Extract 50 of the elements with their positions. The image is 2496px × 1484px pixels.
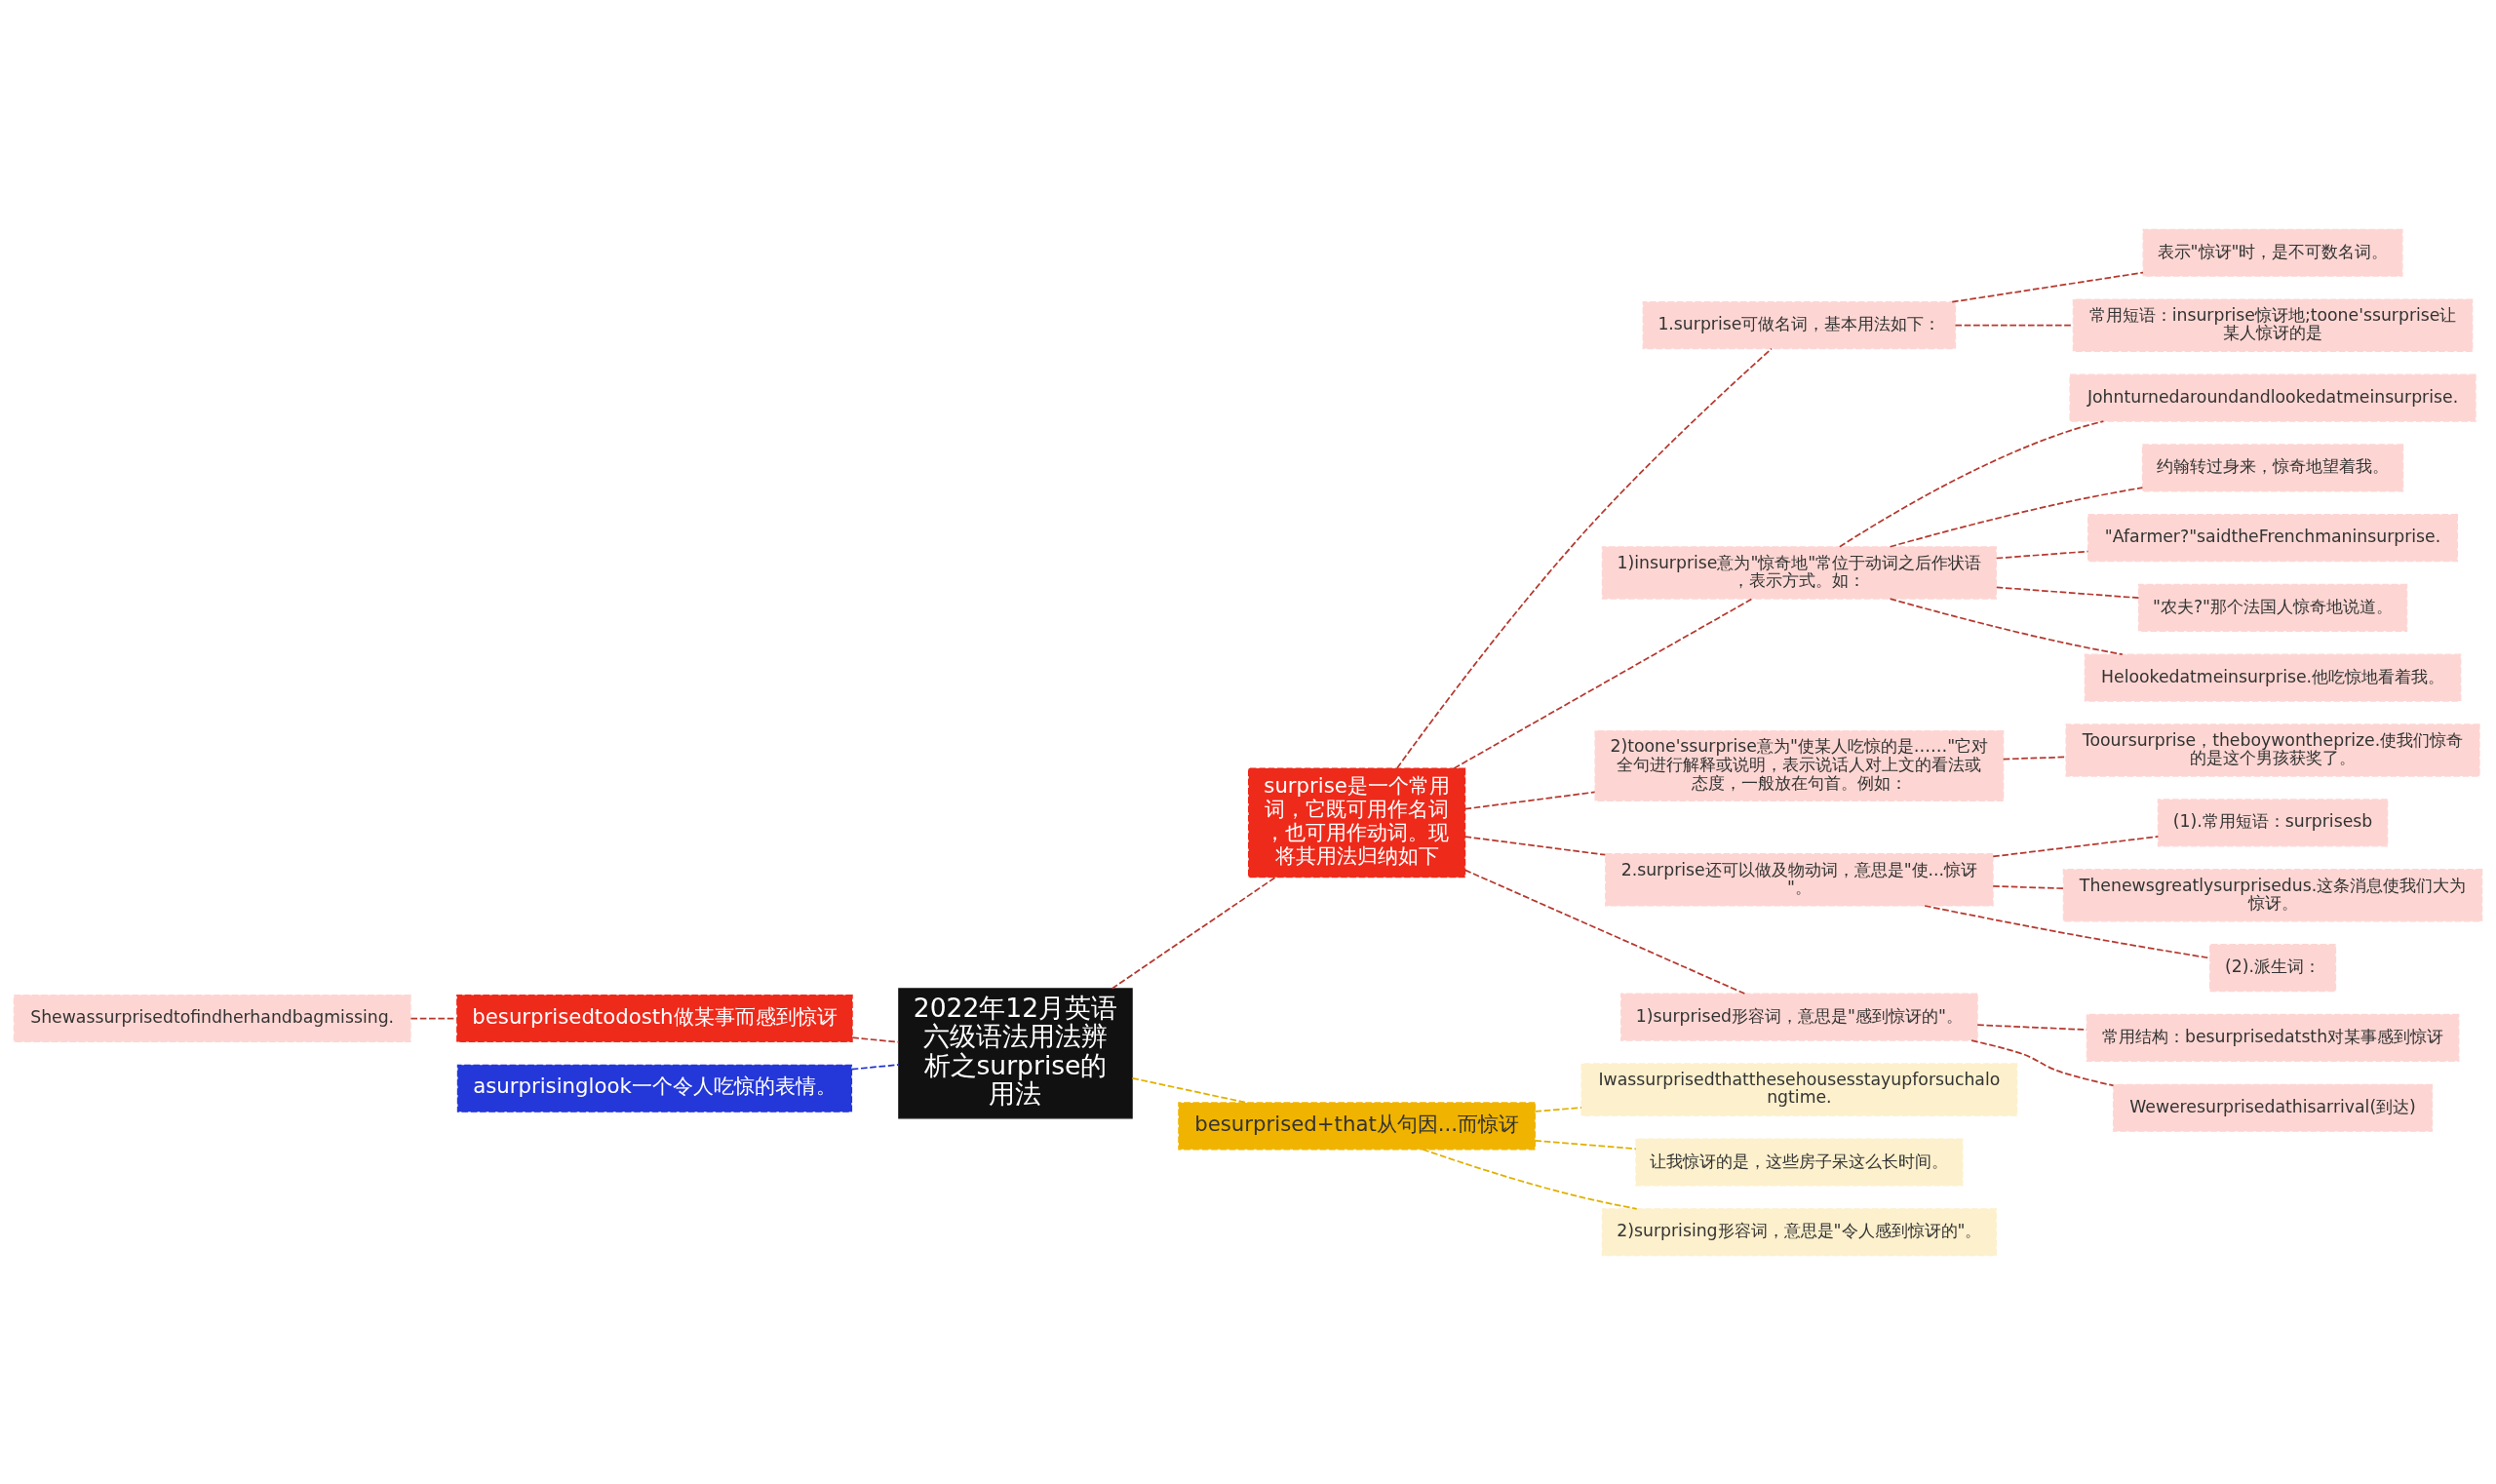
node-box: 常用短语：insurprise惊讶地;toone'ssurprise让某人惊讶的是 [2072, 297, 2474, 352]
node-box: 1.surprise可做名词，基本用法如下： [1642, 300, 1957, 349]
connector [1995, 586, 2140, 599]
node-box: "农夫?"那个法国人惊奇地说道。 [2137, 583, 2408, 632]
connector [1992, 884, 2065, 889]
connector [1453, 597, 1753, 769]
connector [2002, 756, 2067, 760]
node-box: Weweresurprisedathisarrival(到达) [2112, 1083, 2434, 1132]
node-box: (1).常用短语：surprisesb [2157, 798, 2389, 846]
connector [1889, 597, 2124, 655]
node-box: 2)surprising形容词，意思是"令人感到惊讶的"。 [1601, 1207, 1997, 1256]
node-box: "Afarmer?"saidtheFrenchmaninsurprise. [2087, 513, 2459, 562]
connector [1111, 876, 1276, 990]
node-box: (2).派生词： [2208, 943, 2337, 992]
connector [850, 1063, 900, 1071]
node-box: 2.surprise还可以做及物动词，意思是"使...惊讶"。 [1605, 852, 1994, 907]
node-box: 1)surprised形容词，意思是"感到惊讶的"。 [1620, 993, 1978, 1041]
connector [1951, 271, 2144, 303]
node-box: 常用结构：besurprisedatsth对某事感到惊讶 [2086, 1013, 2460, 1062]
node-box: Helookedatmeinsurprise.他吃惊地看着我。 [2084, 653, 2462, 702]
node-box: 约翰转过身来，惊奇地望着我。 [2141, 443, 2404, 491]
connector [1534, 1106, 1582, 1113]
node-box: besurprised+that从句因...而惊讶 [1178, 1101, 1536, 1150]
node-box: 让我惊讶的是，这些房子呆这么长时间。 [1635, 1137, 1964, 1187]
node-box: asurprisinglook一个令人吃惊的表情。 [456, 1064, 853, 1113]
node-box: 2)toone'ssurprise意为"使某人吃惊的是……"它对全句进行解释或说明，表示说话人对上文的看法或态度，一般放在句首。例如： [1594, 729, 2005, 801]
connector [410, 1017, 458, 1019]
connector [1534, 1139, 1637, 1150]
connector [1463, 869, 1746, 995]
node-box: Thenewsgreatlysurprisedus.这条消息使我们大为惊讶。 [2062, 868, 2483, 922]
connector [1992, 835, 2160, 857]
connector [1463, 791, 1596, 809]
connector [1839, 419, 2105, 548]
connector [1995, 550, 2089, 559]
node-box: Johnturnedaroundandlookedatmeinsurprise. [2069, 372, 2476, 422]
node-box: 表示"惊讶"时，是不可数名词。 [2142, 228, 2403, 277]
connector [851, 1035, 900, 1043]
connector [1131, 1076, 1247, 1104]
connector [1970, 1038, 2115, 1086]
node-box: 1)insurprise意为"惊奇地"常位于动词之后作状语，表示方式。如： [1601, 545, 1997, 600]
node-box: surprise是一个常用词，它既可用作名词，也可用作动词。现将其用法归纳如下 [1248, 766, 1466, 878]
node-box: 2022年12月英语六级语法用法辨析之surprise的用法 [898, 987, 1133, 1118]
connector [1422, 1148, 1638, 1210]
node-box: Iwassurprisedthatthesehousesstayupforsuchalongtime. [1580, 1062, 2018, 1116]
connector [1396, 347, 1773, 769]
connector [1889, 486, 2144, 548]
node-box: Shewassurprisedtofindherhandbagmissing. [13, 994, 411, 1042]
node-box: Tooursurprise，theboywontheprize.使我们惊奇的是这个男孩获奖了。 [2065, 722, 2480, 777]
node-box: besurprisedtodosth做某事而感到惊讶 [456, 994, 853, 1042]
connector [1463, 835, 1607, 856]
